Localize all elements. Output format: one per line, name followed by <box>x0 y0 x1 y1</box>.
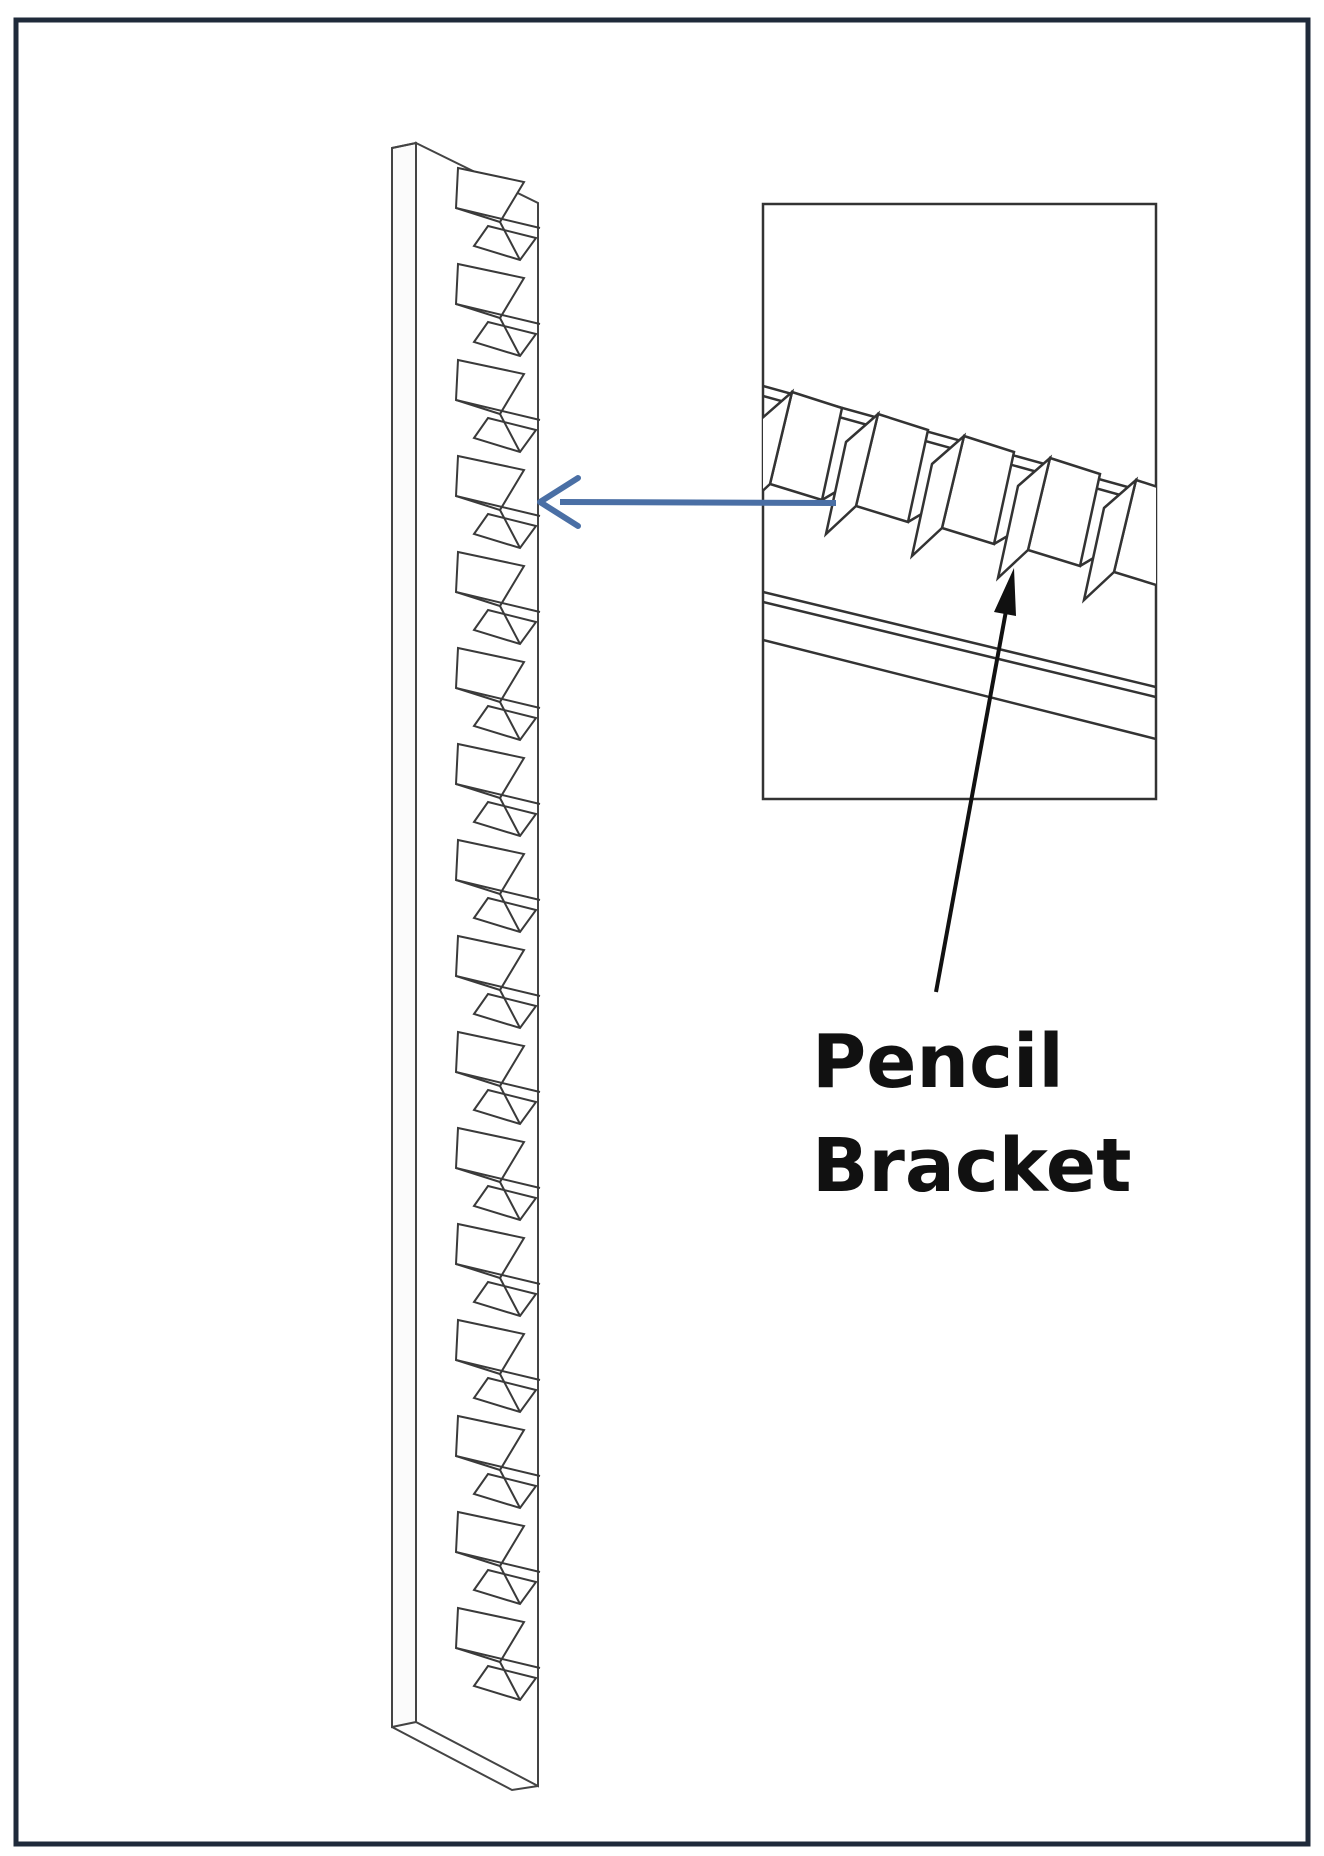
rail-bracket <box>454 838 541 934</box>
rail-bracket <box>454 742 541 838</box>
inset-bracket <box>763 388 867 502</box>
rail-bracket <box>454 550 541 646</box>
rail-bracket <box>454 1414 541 1510</box>
inset-detail <box>763 384 1156 741</box>
callout-label-line2: Bracket <box>812 1123 1132 1209</box>
rail-brackets <box>454 166 541 1702</box>
rail-bracket <box>454 1222 541 1318</box>
rail-bracket <box>454 1126 541 1222</box>
inset-bracket <box>1081 476 1156 604</box>
inset-brackets <box>763 388 1156 604</box>
inset-bracket <box>909 432 1039 560</box>
rail-bracket <box>454 358 541 454</box>
callout-label-line1: Pencil <box>812 1019 1064 1105</box>
outer-frame <box>13 17 1311 1847</box>
rail-bracket <box>454 1030 541 1126</box>
callout-label: Pencil Bracket <box>812 1010 1212 1218</box>
rail-bracket <box>454 1606 541 1702</box>
pointer-arrow-icon <box>537 475 837 529</box>
rail-bracket <box>454 1510 541 1606</box>
label-arrow-icon <box>934 568 1016 993</box>
rail-bracket <box>454 166 541 262</box>
rail-bracket <box>454 1318 541 1414</box>
rail-bracket <box>454 934 541 1030</box>
inset-bracket <box>995 454 1125 582</box>
rail-bracket <box>454 454 541 550</box>
rail-bracket <box>454 262 541 358</box>
rail-bracket <box>454 646 541 742</box>
